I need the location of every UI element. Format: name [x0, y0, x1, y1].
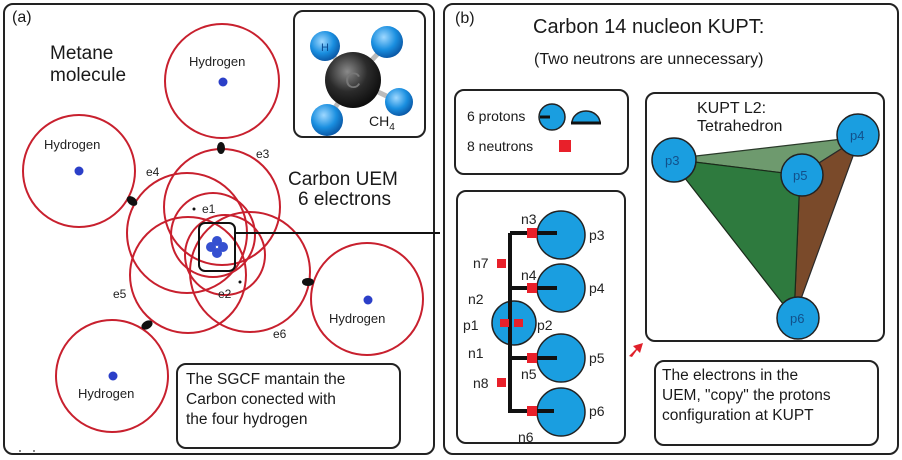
hydrogen-nucleus-bottom [108, 371, 118, 381]
label-n3: n3 [521, 211, 537, 227]
neutron-icon [559, 140, 571, 152]
half-proton-icon [571, 110, 601, 124]
label-p5: p5 [589, 350, 605, 366]
hydrogen-label-left: Hydrogen [44, 137, 100, 152]
label-n8: n8 [473, 375, 489, 391]
label-n4: n4 [521, 267, 537, 283]
sgcf-note: The SGCF mantain the Carbon conected wit… [176, 363, 401, 449]
carbon-nucleus-box [198, 222, 236, 272]
ch4-formula: CH4 [369, 113, 395, 133]
bond-point-left [126, 196, 138, 206]
electron-label-e4: e4 [146, 165, 160, 179]
electron-label-e6: e6 [273, 327, 287, 341]
electron-label-e2: e2 [218, 287, 232, 301]
nucleon-structure: n3 p3 n7 n4 p4 n2 p1 p2 n1 p5 n5 n8 p6 n… [463, 210, 605, 445]
bond-point-right [302, 278, 314, 286]
electron-orbit-e2 [184, 214, 266, 296]
electron-orbit-e1 [170, 192, 256, 278]
tetrahedron-title-line2: Tetrahedron [697, 118, 783, 135]
neutron-n7 [497, 259, 506, 268]
tetra-vertex-p4 [836, 113, 880, 157]
label-p3: p3 [589, 227, 605, 243]
label-n5: n5 [521, 366, 537, 382]
neutron-n4 [527, 283, 537, 293]
hydrogen-label-bottom: Hydrogen [78, 386, 134, 401]
sgcf-note-line2: Carbon conected with [186, 391, 336, 408]
carbon-atom-label: C [345, 68, 361, 93]
neutron-n1-n2-a [500, 319, 509, 327]
proton-icon [538, 103, 566, 131]
red-arrow-icon [629, 343, 643, 357]
tetra-label-p5: p5 [793, 168, 807, 183]
hydrogen-orbit-right [310, 242, 424, 356]
neutron-n5 [527, 353, 537, 363]
kupt-note-line2: UEM, "copy" the protons [662, 387, 831, 404]
electron-orbit-e6 [189, 211, 311, 333]
carbon-uem-line1: Carbon UEM [288, 169, 398, 190]
label-p4: p4 [589, 280, 605, 296]
ch4-inset: C H CH4 [293, 10, 426, 138]
tetrahedron-diagram: p3 p4 p5 p6 [651, 113, 880, 340]
electron-e2-dot [238, 280, 242, 284]
hydrogen-orbit-left [22, 114, 136, 228]
label-n7: n7 [473, 255, 489, 271]
legend-proton-icons [538, 103, 601, 131]
metane-title-line1: Metane [50, 43, 114, 64]
tetra-label-p6: p6 [790, 311, 804, 326]
label-n6: n6 [518, 429, 534, 445]
carbon-uem-line2: 6 electrons [298, 189, 391, 210]
legend-protons-label: 6 protons [467, 108, 526, 124]
neutron-n8 [497, 378, 506, 387]
sgcf-note-line3: the four hydrogen [186, 411, 308, 428]
tetra-label-p3: p3 [665, 153, 679, 168]
hydrogen-nucleus-top [218, 77, 228, 87]
ch4-molecule-icon: C H [310, 26, 413, 136]
carbon-nucleus-icon [206, 236, 228, 258]
panel-a-label: (a) [12, 9, 32, 26]
bond-point-bottom [141, 320, 153, 330]
electron-e1-dot [192, 207, 196, 211]
legend-neutrons-label: 8 neutrons [467, 138, 534, 154]
kupt-note: The electrons in the UEM, "copy" the pro… [654, 360, 879, 446]
metane-title-line2: molecule [50, 65, 127, 86]
electron-label-e5: e5 [113, 287, 127, 301]
bond-point-top [217, 142, 225, 154]
electron-label-e3: e3 [256, 147, 270, 161]
hydrogen-orbit-top [164, 23, 280, 139]
electron-orbit-e5 [129, 216, 247, 334]
hydrogen-label-right: Hydrogen [329, 311, 385, 326]
label-n1: n1 [468, 345, 484, 361]
electron-label-e1: e1 [202, 202, 216, 216]
panel-b-label: (b) [455, 10, 475, 27]
kupt-note-line3: configuration at KUPT [662, 407, 814, 424]
neutron-n3 [527, 228, 537, 238]
methane-orbit-diagram: e1 e2 e3 e4 e5 e6 Hydrogen Hydrogen Hydr… [19, 23, 440, 452]
hydrogen-label-top: Hydrogen [189, 54, 245, 69]
tetra-label-p4: p4 [850, 128, 864, 143]
panel-b-title: Carbon 14 nucleon KUPT: [533, 16, 765, 38]
tetrahedron-title-line1: KUPT L2: [697, 100, 767, 117]
kupt-note-line1: The electrons in the [662, 367, 799, 384]
label-n2: n2 [468, 291, 484, 307]
hydrogen-orbit-bottom [55, 319, 169, 433]
hydrogen-atom-label: H [321, 42, 329, 54]
tetra-face-left [668, 158, 801, 320]
label-p1: p1 [463, 317, 479, 333]
tetra-vertex-p5 [780, 153, 824, 197]
tetra-vertex-p6 [776, 296, 820, 340]
neutron-n1-n2-b [514, 319, 523, 327]
label-p6: p6 [589, 403, 605, 419]
hydrogen-nucleus-left [74, 166, 84, 176]
tetra-vertex-p3 [651, 137, 697, 183]
label-p2: p2 [537, 317, 553, 333]
neutron-n6 [527, 406, 537, 416]
panel-b-subtitle: (Two neutrons are unnecessary) [534, 51, 764, 68]
sgcf-note-line1: The SGCF mantain the [186, 371, 346, 388]
hydrogen-nucleus-right [363, 295, 373, 305]
legend-box: 6 protons 8 neutrons [454, 89, 629, 175]
